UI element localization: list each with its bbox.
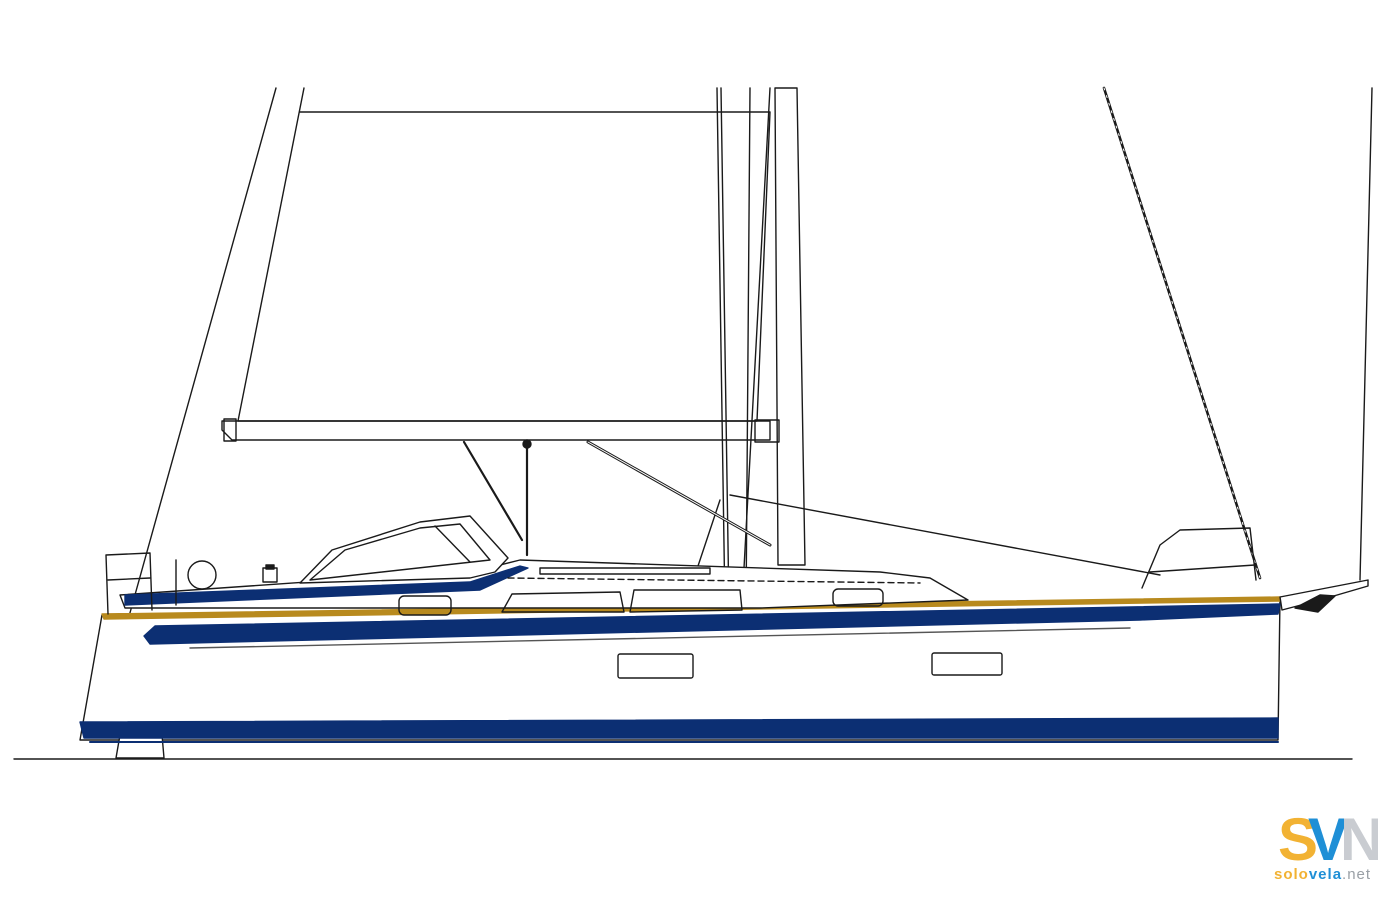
cap-shroud-2 xyxy=(720,87,730,611)
cockpit-trim xyxy=(124,565,529,606)
boom xyxy=(221,420,771,441)
cap-shroud xyxy=(716,87,726,611)
bow-pulpit xyxy=(1141,527,1257,589)
sprayhood xyxy=(299,515,509,584)
steering-wheel xyxy=(187,560,217,590)
mast-top-line xyxy=(1359,87,1373,581)
svg-text:S: S xyxy=(1278,808,1318,868)
svg-text:V: V xyxy=(1308,808,1348,868)
wordmark-solo: solo xyxy=(1274,866,1309,883)
portlight-aft xyxy=(398,595,452,616)
jib-sheet xyxy=(729,494,1161,576)
deck-hatch xyxy=(539,567,711,575)
sheer-stripe xyxy=(143,603,1281,645)
lower-shroud-2 xyxy=(741,87,771,606)
hull-port-aft xyxy=(617,653,694,679)
mast xyxy=(774,87,806,566)
stern-pushpit xyxy=(105,552,153,615)
coachroof xyxy=(119,559,969,609)
winch xyxy=(262,567,278,583)
cabin-window-2 xyxy=(629,589,743,613)
deck-hatch-line xyxy=(507,577,921,584)
sprayhood-window xyxy=(309,523,491,581)
hull-port-fwd xyxy=(931,652,1003,676)
gooseneck xyxy=(754,419,780,443)
boom-end-fitting xyxy=(223,418,237,442)
mainsheet xyxy=(462,440,524,542)
svg-text:N: N xyxy=(1340,808,1378,868)
mainsail xyxy=(237,87,771,422)
rub-rail xyxy=(189,627,1131,649)
anchor-roller xyxy=(1294,594,1336,613)
watermark-logo: S V N solovela.net xyxy=(1274,808,1384,888)
sprayhood-seam xyxy=(434,525,471,563)
diagonal-shroud xyxy=(694,499,721,576)
watermark-wordmark: solovela.net xyxy=(1274,866,1384,883)
portlight-fwd xyxy=(832,588,884,607)
wordmark-net: .net xyxy=(1342,866,1372,883)
cabin-window-1 xyxy=(501,591,625,613)
svn-logo-mark: S V N xyxy=(1278,808,1378,868)
mainsheet-block xyxy=(522,439,532,449)
wordmark-vela: vela xyxy=(1308,866,1343,883)
boot-stripe xyxy=(79,717,1279,739)
